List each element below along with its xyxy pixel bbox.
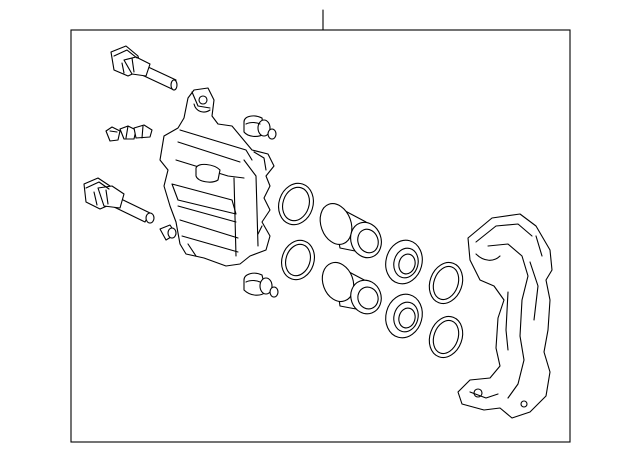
dust-boot-upper-icon [385, 239, 423, 285]
dust-boot-lower-icon [385, 293, 423, 339]
piston-upper-icon [319, 203, 382, 259]
ring-upper-icon [428, 261, 464, 305]
caliper-bracket-icon [457, 213, 553, 419]
guide-pin-upper-bolt-icon [110, 45, 178, 91]
pin-boot-upper-icon [243, 115, 277, 140]
diagram-frame [70, 29, 571, 443]
piston-lower-icon [321, 261, 382, 315]
ring-lower-icon [428, 315, 464, 359]
piston-seal-upper-icon [278, 182, 314, 226]
guide-pin-lower-bolt-icon [83, 177, 155, 224]
caliper-housing-icon [159, 87, 275, 267]
piston-seal-lower-icon [281, 239, 315, 281]
bleeder-screw-icon [105, 124, 153, 142]
pin-boot-small-icon [159, 224, 177, 241]
pin-boot-lower-icon [243, 272, 279, 298]
